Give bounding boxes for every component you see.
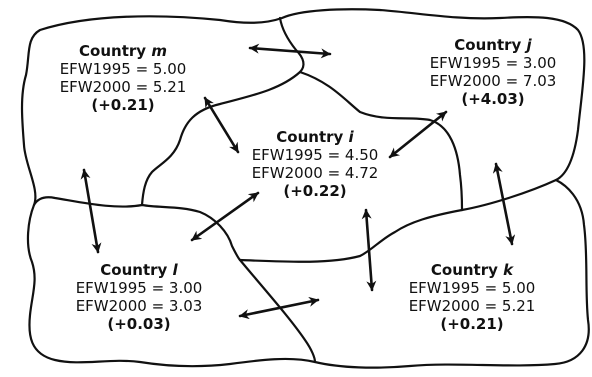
country-j-label: Country j EFW1995 = 3.00 EFW2000 = 7.03 … [418, 36, 568, 108]
country-i-name: Country i [276, 128, 354, 146]
country-i-change: (+0.22) [283, 182, 347, 200]
country-i-efw1995: EFW1995 = 4.50 [251, 146, 379, 164]
outer-border [20, 8, 590, 369]
border-i-k [238, 208, 464, 263]
country-l-name: Country l [100, 261, 178, 279]
border-m-l [32, 196, 144, 208]
country-k-change: (+0.21) [440, 315, 504, 333]
border-m-j [278, 16, 305, 74]
country-l-efw2000: EFW2000 = 3.03 [75, 297, 203, 315]
arrow-l-k [238, 296, 320, 320]
country-m-change: (+0.21) [91, 96, 155, 114]
arrows-layer [80, 43, 516, 320]
country-j-efw2000: EFW2000 = 7.03 [429, 72, 557, 90]
arrow-m-i [203, 96, 240, 154]
country-m-efw1995: EFW1995 = 5.00 [59, 60, 187, 78]
country-k-name: Country k [430, 261, 514, 279]
country-m-label: Country m EFW1995 = 5.00 EFW2000 = 5.21 … [48, 42, 198, 114]
country-j-name: Country j [454, 36, 532, 54]
arrow-i-l [190, 191, 260, 242]
country-k-label: Country k EFW1995 = 5.00 EFW2000 = 5.21 … [397, 261, 547, 333]
border-j-k [460, 178, 558, 212]
arrow-m-j [248, 43, 332, 59]
country-i-efw2000: EFW2000 = 4.72 [251, 164, 379, 182]
country-m-name: Country m [79, 42, 167, 60]
country-k-efw1995: EFW1995 = 5.00 [408, 279, 536, 297]
country-k-efw2000: EFW2000 = 5.21 [408, 297, 536, 315]
border-l-k [238, 258, 317, 364]
arrow-i-k [361, 208, 377, 292]
arrow-j-k [492, 162, 516, 246]
border-m-i-top [140, 70, 302, 207]
country-i-label: Country i EFW1995 = 4.50 EFW2000 = 4.72 … [240, 128, 390, 200]
country-j-efw1995: EFW1995 = 3.00 [429, 54, 557, 72]
country-l-label: Country l EFW1995 = 3.00 EFW2000 = 3.03 … [64, 261, 214, 333]
border-i-l-left [140, 203, 242, 262]
country-m-efw2000: EFW2000 = 5.21 [59, 78, 187, 96]
country-j-change: (+4.03) [461, 90, 525, 108]
arrow-m-l [80, 168, 102, 254]
country-l-change: (+0.03) [107, 315, 171, 333]
arrow-i-j [388, 110, 448, 159]
country-l-efw1995: EFW1995 = 3.00 [75, 279, 203, 297]
